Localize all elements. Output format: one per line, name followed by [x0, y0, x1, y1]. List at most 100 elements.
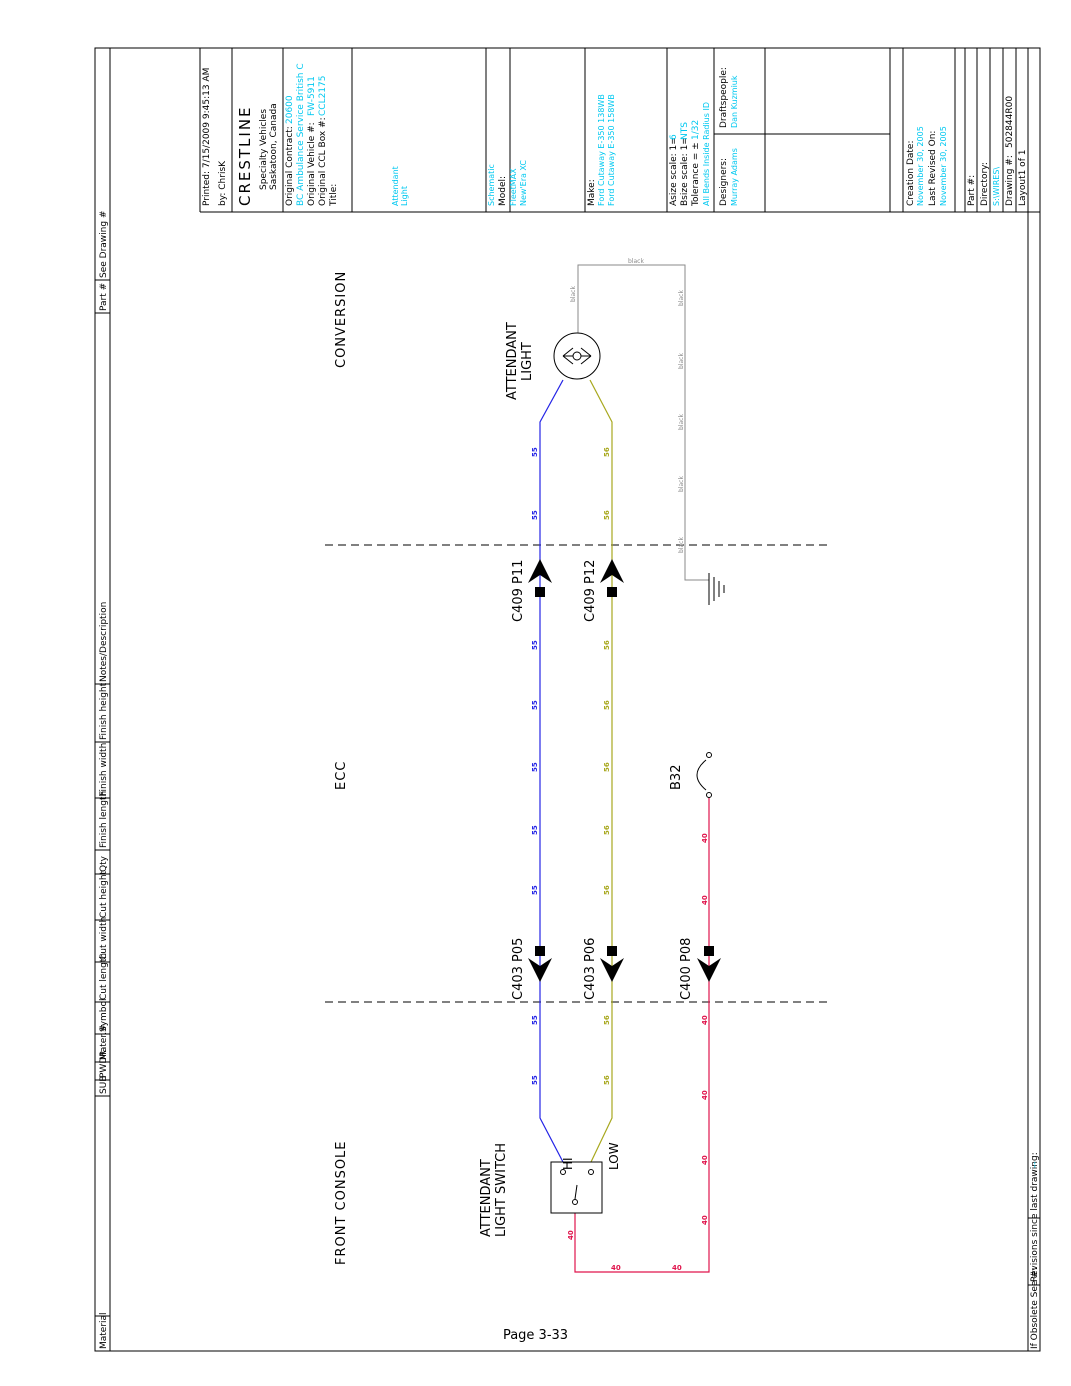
wire-label-56: 56 — [603, 1075, 611, 1085]
connector-c400-p08 — [697, 946, 721, 982]
title-label: Title: — [329, 184, 339, 207]
wire-label-55: 55 — [531, 1015, 539, 1025]
header-finish-length: Finish length — [99, 791, 109, 848]
switch-low-label: LOW — [607, 1142, 621, 1170]
last-revised-value: November 30, 2005 — [939, 126, 948, 206]
original-contract-value: 20600 — [285, 95, 295, 124]
wire-label-56: 56 — [603, 640, 611, 650]
wire-label-55: 55 — [531, 1075, 539, 1085]
wire-label-40: 40 — [672, 1264, 682, 1272]
wire-label-56: 56 — [603, 762, 611, 772]
original-vehicle-value: FW-5911 — [307, 76, 317, 116]
light-label-line2: LIGHT — [520, 342, 535, 381]
asize-value: 6 — [669, 134, 679, 140]
creation-date-label: Creation Date: — [906, 141, 916, 206]
bends-note: All Bends Inside Radius ID — [702, 102, 711, 206]
wire-black — [577, 264, 709, 581]
header-pwdr: PWDR — [99, 1050, 109, 1078]
switch-label-line1: ATTENDANT — [479, 1159, 494, 1237]
switch-label-line2: LIGHT SWITCH — [494, 1143, 509, 1237]
model-value-1: FleetMAX — [509, 168, 518, 206]
wire-label-55: 55 — [531, 825, 539, 835]
ground-icon — [708, 573, 725, 605]
revisions-label: Revisions since last drawing: — [1030, 1152, 1040, 1282]
directory-value: S:\WIRES\ — [992, 167, 1001, 206]
original-vehicle-label: Original Vehicle #: — [307, 122, 317, 206]
wire-55 — [539, 379, 564, 1163]
header-material: Material — [99, 1312, 109, 1349]
wire-label-56: 56 — [603, 1015, 611, 1025]
designers-label: Designers: — [719, 158, 729, 206]
original-ccl-label: Original CCL Box #: — [318, 117, 328, 206]
tolerance-value: 1/32 — [691, 120, 701, 140]
connector-label-c403-p06: C403 P06 — [583, 938, 598, 1000]
header-cut-width: Cut width — [99, 917, 109, 960]
wire-label-55: 55 — [531, 640, 539, 650]
wire-label-56: 56 — [603, 885, 611, 895]
breaker-label: B32 — [669, 765, 684, 790]
header-notes: Notes/Description — [99, 602, 109, 682]
designer-value: Murray Adams — [730, 148, 739, 206]
header-cut-height: Cut height — [99, 870, 109, 918]
wire-label-40: 40 — [701, 1015, 709, 1025]
company-logo: CRESTLINE — [236, 105, 254, 206]
zone-label-front-console: FRONT CONSOLE — [334, 1140, 349, 1265]
drawing-label: Drawing #: — [1005, 155, 1015, 206]
connector-label-c409-p12: C409 P12 — [583, 560, 598, 622]
connector-c409-p11 — [528, 559, 552, 597]
wire-label-40: 40 — [701, 1155, 709, 1165]
page-footer: Page 3-33 — [502, 1328, 569, 1343]
header-finish-width: Finish width — [99, 743, 109, 796]
make-label: Make: — [587, 179, 597, 206]
model-label: Model: — [498, 176, 508, 206]
header-see-drawing: See Drawing # — [99, 211, 109, 278]
connector-label-c409-p11: C409 P11 — [511, 560, 526, 622]
wire-56 — [589, 379, 613, 1163]
directory-label: Directory: — [980, 162, 990, 206]
wire-label-56: 56 — [603, 447, 611, 457]
attendant-light-icon — [553, 332, 601, 380]
connector-c409-p12 — [600, 559, 624, 597]
creation-date-value: November 30, 2005 — [916, 126, 925, 206]
bsize-value: NTS — [680, 122, 690, 140]
header-cut-length: Cut length — [99, 953, 109, 1000]
wire-label-black: black — [628, 258, 644, 265]
connector-c403-p05 — [528, 946, 552, 982]
header-mater: Mater.# — [99, 1024, 109, 1060]
header-part: Part # — [99, 283, 109, 311]
wire-label-black: black — [570, 286, 577, 302]
wire-label-56: 56 — [603, 825, 611, 835]
original-contract-label: Original Contract: — [285, 126, 295, 206]
company-line2: Saskatoon, Canada — [269, 103, 279, 190]
tolerance-label: Tolerance = ± — [691, 142, 701, 207]
drawing-value: 502844R00 — [1005, 96, 1015, 148]
wire-label-40: 40 — [611, 1264, 621, 1272]
wire-label-black: black — [678, 290, 685, 306]
part-label: Part #: — [967, 175, 977, 206]
wire-40 — [574, 795, 710, 1273]
header-symbol: Symbol — [99, 998, 109, 1032]
model-value-2: New'Era XC — [519, 160, 528, 206]
title-value-2: Light — [400, 186, 409, 206]
switch-hi-label: HI — [561, 1157, 575, 1170]
revisions-value: -- — [1030, 1162, 1040, 1169]
wire-label-55: 55 — [531, 700, 539, 710]
draftspeople-value: Dan Kuzmiuk — [730, 75, 739, 128]
wire-label-black: black — [678, 353, 685, 369]
attendant-light-switch — [550, 1161, 603, 1214]
drawing-frame — [94, 47, 1041, 1352]
asize-label: Asize scale: 1= — [669, 137, 679, 206]
wire-label-55: 55 — [531, 762, 539, 772]
zone-label-ecc: ECC — [334, 761, 349, 790]
printed-by: by: ChrisK — [218, 160, 228, 206]
wire-label-40: 40 — [701, 1215, 709, 1225]
make-value-2: Ford Cutaway E-350 158WB — [607, 94, 616, 206]
wire-label-black: black — [678, 414, 685, 430]
bsize-label: Bsize scale: 1= — [680, 137, 690, 206]
obsolete-label: If Obsolete See #: — [1030, 1267, 1040, 1349]
wire-label-55: 55 — [531, 510, 539, 520]
wire-label-56: 56 — [603, 700, 611, 710]
schematic-label: Schematic — [487, 164, 496, 206]
header-sub: SUB — [99, 1076, 109, 1094]
wire-label-black: black — [678, 537, 685, 553]
